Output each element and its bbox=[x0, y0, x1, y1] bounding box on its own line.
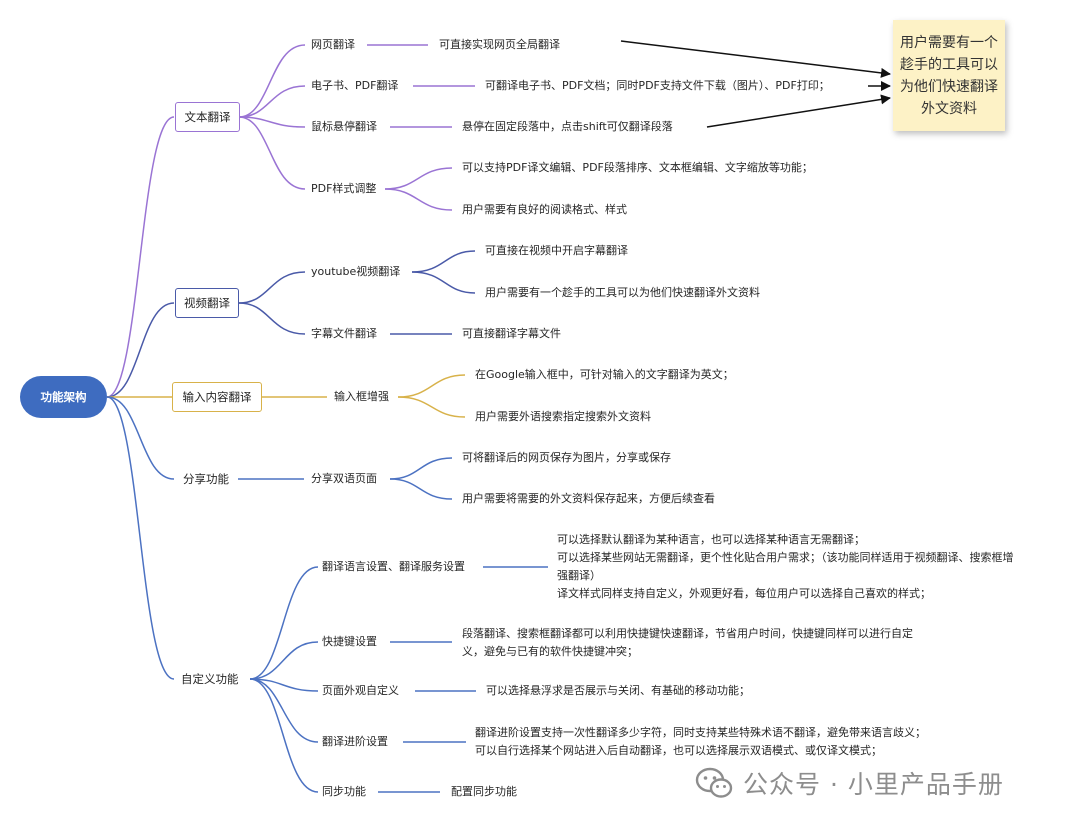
item-appearance-custom: 页面外观自定义 bbox=[322, 684, 399, 697]
item-hover-translation: 鼠标悬停翻译 bbox=[311, 120, 377, 133]
branch-custom: 自定义功能 bbox=[181, 672, 239, 686]
branch-share: 分享功能 bbox=[183, 472, 229, 486]
root-node: 功能架构 bbox=[20, 376, 107, 418]
detail-subtitle: 可直接翻译字幕文件 bbox=[462, 327, 561, 340]
detail-language-settings: 可以选择默认翻译为某种语言，也可以选择某种语言无需翻译； 可以选择某些网站无需翻… bbox=[557, 533, 1014, 600]
watermark: 公众号 · 小里产品手册 bbox=[695, 765, 1004, 801]
detail-share-1: 可将翻译后的网页保存为图片，分享或保存 bbox=[462, 451, 671, 464]
item-share-bilingual: 分享双语页面 bbox=[311, 472, 377, 485]
item-language-settings: 翻译语言设置、翻译服务设置 bbox=[322, 560, 465, 573]
item-shortcut-settings: 快捷键设置 bbox=[322, 635, 377, 648]
detail-sync: 配置同步功能 bbox=[451, 785, 517, 798]
item-sync: 同步功能 bbox=[322, 785, 366, 798]
wechat-icon bbox=[695, 767, 733, 798]
item-ebook-pdf-translation: 电子书、PDF翻译 bbox=[311, 79, 399, 92]
detail-web-translation: 可直接实现网页全局翻译 bbox=[439, 38, 560, 51]
branch-text-translation: 文本翻译 bbox=[175, 102, 240, 132]
branch-input-translation: 输入内容翻译 bbox=[172, 382, 262, 412]
detail-shortcut-settings: 段落翻译、搜索框翻译都可以利用快捷键快速翻译，节省用户时间，快捷键同样可以进行自… bbox=[462, 627, 913, 658]
item-advanced-settings: 翻译进阶设置 bbox=[322, 735, 388, 748]
item-web-translation: 网页翻译 bbox=[311, 38, 355, 51]
sticky-note: 用户需要有一个 趁手的工具可以 为他们快速翻译 外文资料 bbox=[893, 20, 1005, 131]
detail-hover-translation: 悬停在固定段落中，点击shift可仅翻译段落 bbox=[462, 120, 673, 133]
detail-ebook-pdf-translation: 可翻译电子书、PDF文档；同时PDF支持文件下载（图片）、PDF打印； bbox=[485, 79, 830, 92]
branch-video-translation: 视频翻译 bbox=[175, 288, 239, 318]
detail-input-1: 在Google输入框中，可针对输入的文字翻译为英文； bbox=[475, 368, 734, 381]
detail-input-2: 用户需要外语搜索指定搜索外文资料 bbox=[475, 410, 651, 423]
detail-pdf-style-2: 用户需要有良好的阅读格式、样式 bbox=[462, 203, 627, 216]
item-subtitle-translation: 字幕文件翻译 bbox=[311, 327, 377, 340]
detail-appearance-custom: 可以选择悬浮求是否展示与关闭、有基础的移动功能； bbox=[486, 684, 750, 697]
watermark-text: 公众号 · 小里产品手册 bbox=[743, 770, 1004, 799]
detail-pdf-style-1: 可以支持PDF译文编辑、PDF段落排序、文本框编辑、文字缩放等功能； bbox=[462, 161, 813, 174]
item-youtube-translation: youtube视频翻译 bbox=[311, 265, 401, 278]
item-input-enhance: 输入框增强 bbox=[334, 390, 389, 403]
item-pdf-style: PDF样式调整 bbox=[311, 182, 377, 195]
detail-share-2: 用户需要将需要的外文资料保存起来，方便后续查看 bbox=[462, 492, 715, 505]
detail-advanced-settings: 翻译进阶设置支持一次性翻译多少字符，同时支持某些特殊术语不翻译，避免带来语言歧义… bbox=[475, 726, 926, 757]
detail-youtube-2: 用户需要有一个趁手的工具可以为他们快速翻译外文资料 bbox=[485, 286, 760, 299]
detail-youtube-1: 可直接在视频中开启字幕翻译 bbox=[485, 244, 628, 257]
